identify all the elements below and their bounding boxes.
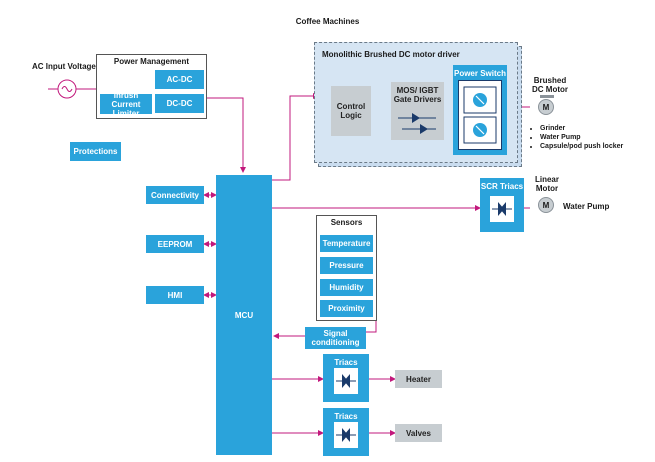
control-logic-block: Control Logic: [331, 86, 371, 136]
power-management-group: [96, 54, 207, 119]
brushed-motor-shaft: [540, 95, 554, 98]
triac-heater-icon: [334, 368, 358, 394]
sensors-group: [316, 215, 377, 321]
sensor-proximity: Proximity: [320, 300, 373, 317]
water-pump-label: Water Pump: [563, 202, 610, 211]
signal-conditioning-block: Signal conditioning: [305, 327, 366, 349]
protections-block: Protections: [70, 142, 121, 161]
page-title: Coffee Machines: [295, 17, 360, 26]
sensor-pressure: Pressure: [320, 257, 373, 274]
acdc-block: AC-DC: [155, 70, 204, 89]
use-grinder: Grinder: [540, 124, 623, 133]
scr-triac-icon: [490, 196, 514, 222]
linear-motor-label: Linear Motor: [534, 175, 559, 193]
sensor-temperature: Temperature: [320, 235, 373, 252]
eeprom-block: EEPROM: [146, 235, 204, 253]
hmi-block: HMI: [146, 286, 204, 304]
valves-load: Valves: [395, 424, 442, 442]
sensors-title: Sensors: [330, 218, 363, 227]
dcdc-block: DC-DC: [155, 94, 204, 113]
brushed-motor-icon: M: [538, 99, 554, 115]
scr-triacs-block: SCR Triacs: [480, 178, 524, 232]
use-water-pump: Water Pump: [540, 133, 623, 142]
gate-drivers-block: MOS/ IGBT Gate Drivers: [391, 82, 444, 140]
gate-driver-buffer-icon: [398, 113, 436, 134]
triac-valves-icon: [334, 422, 358, 448]
transistor-switch-icon: [463, 86, 497, 144]
inrush-limiter-block: Inrush Current Limiter: [100, 91, 152, 118]
use-capsule-locker: Capsule/pod push locker: [540, 142, 623, 151]
brushed-motor-label: Brushed DC Motor: [532, 76, 568, 94]
power-management-title: Power Management: [113, 57, 190, 66]
brushed-motor-uses: Grinder Water Pump Capsule/pod push lock…: [528, 124, 623, 151]
motor-driver-title: Monolithic Brushed DC motor driver: [322, 50, 460, 59]
connectivity-block: Connectivity: [146, 186, 204, 204]
linear-motor-icon: M: [538, 197, 554, 213]
mcu-block: MCU: [216, 175, 272, 455]
heater-load: Heater: [395, 370, 442, 388]
sensor-humidity: Humidity: [320, 279, 373, 296]
ac-input-label: AC Input Voltage: [32, 62, 96, 71]
